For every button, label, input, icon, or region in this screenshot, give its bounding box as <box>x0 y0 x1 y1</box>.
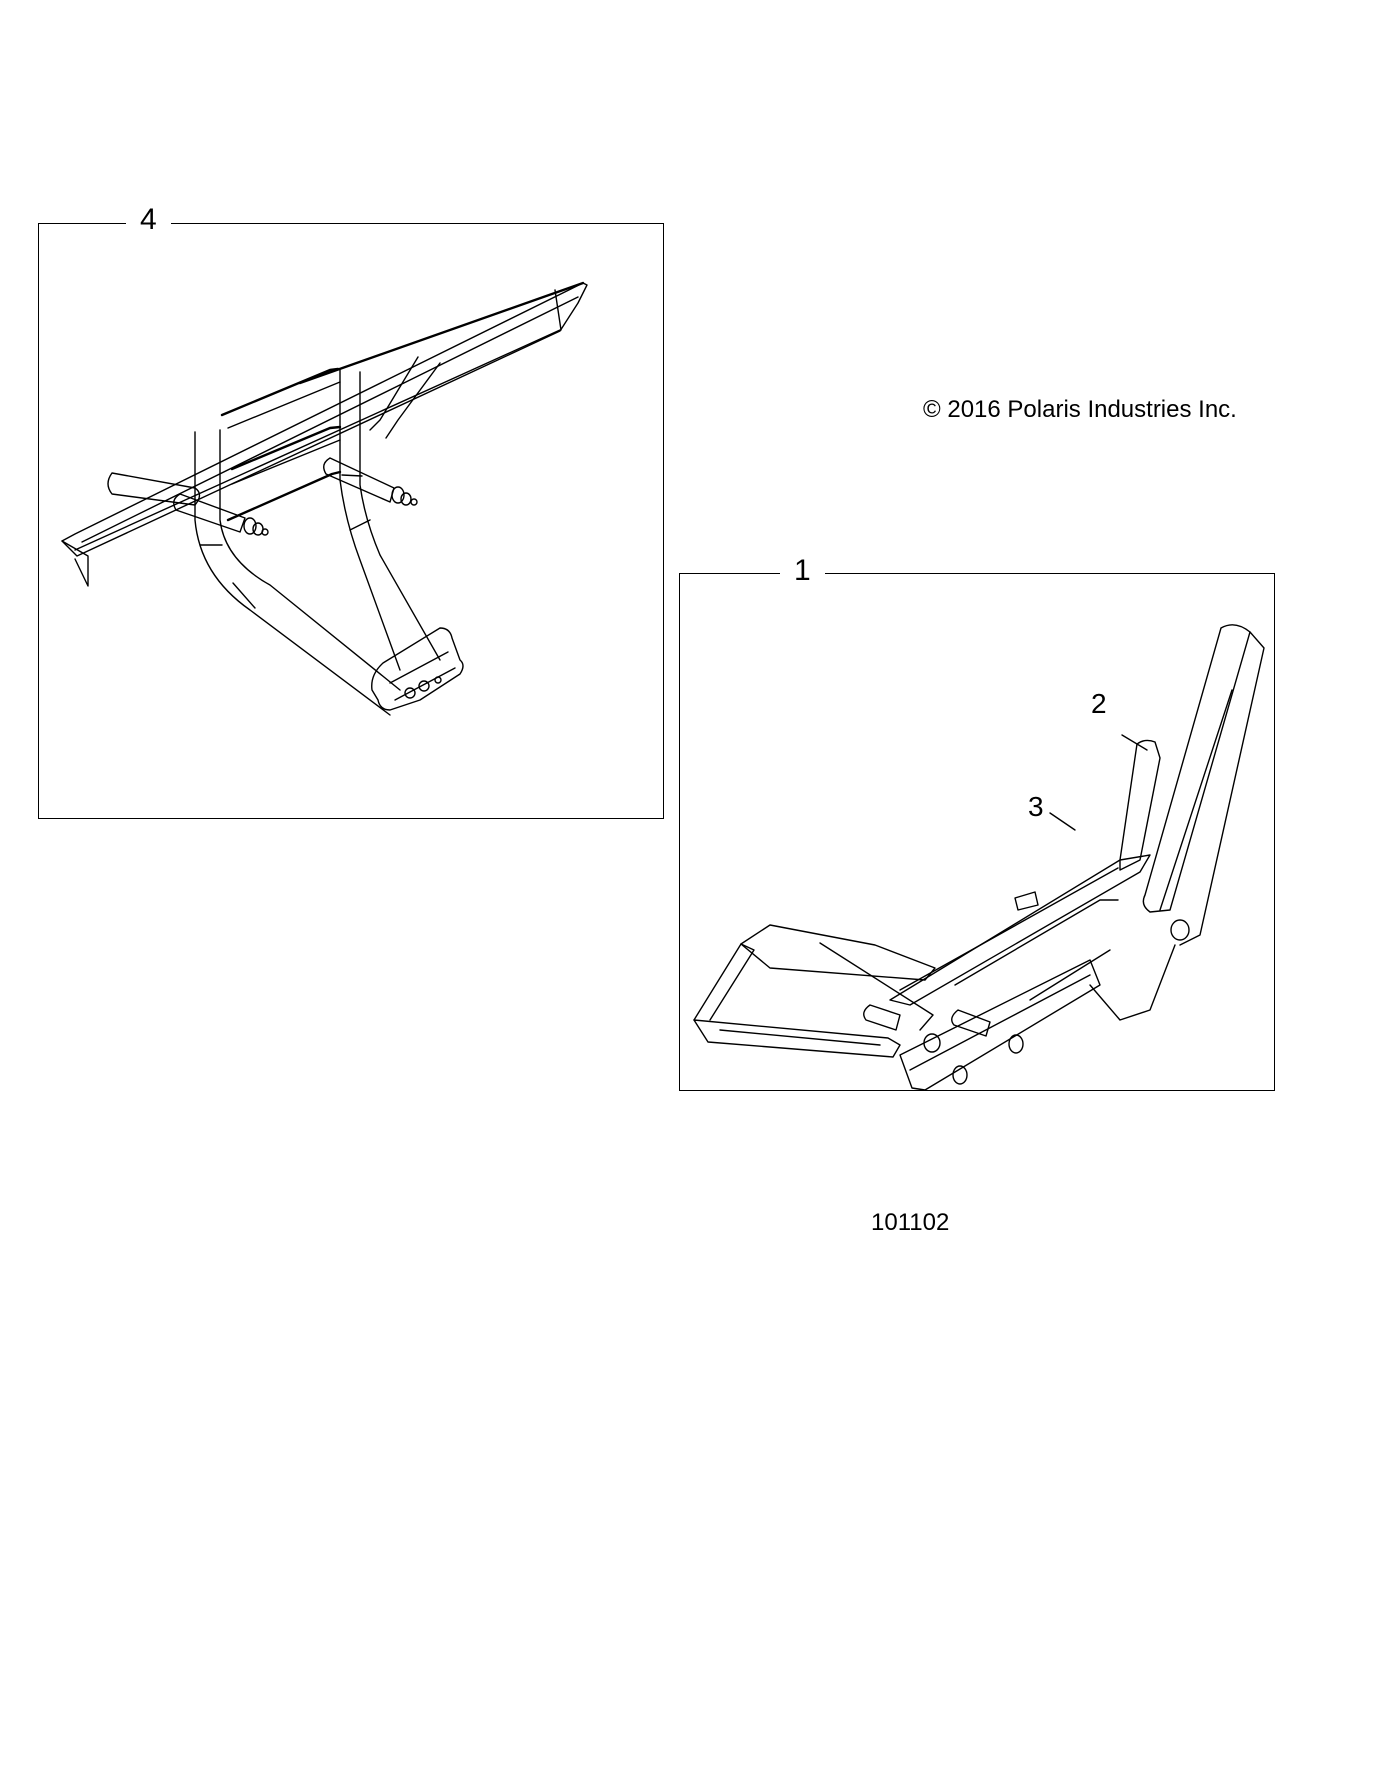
callout-2-leader <box>1121 734 1148 751</box>
frame-4-label: 4 <box>126 205 171 235</box>
frame-4 <box>38 223 664 819</box>
part-4-drawing <box>61 281 588 716</box>
copyright-text: © 2016 Polaris Industries Inc. <box>923 396 1237 423</box>
callout-3-leader <box>1049 812 1076 831</box>
part-1-drawing <box>693 624 1265 1091</box>
part-number: 101102 <box>871 1209 950 1236</box>
frame-1-label: 1 <box>780 556 825 586</box>
callout-3: 3 <box>1028 791 1044 822</box>
frame-1 <box>679 573 1275 1091</box>
callout-2: 2 <box>1091 688 1107 719</box>
